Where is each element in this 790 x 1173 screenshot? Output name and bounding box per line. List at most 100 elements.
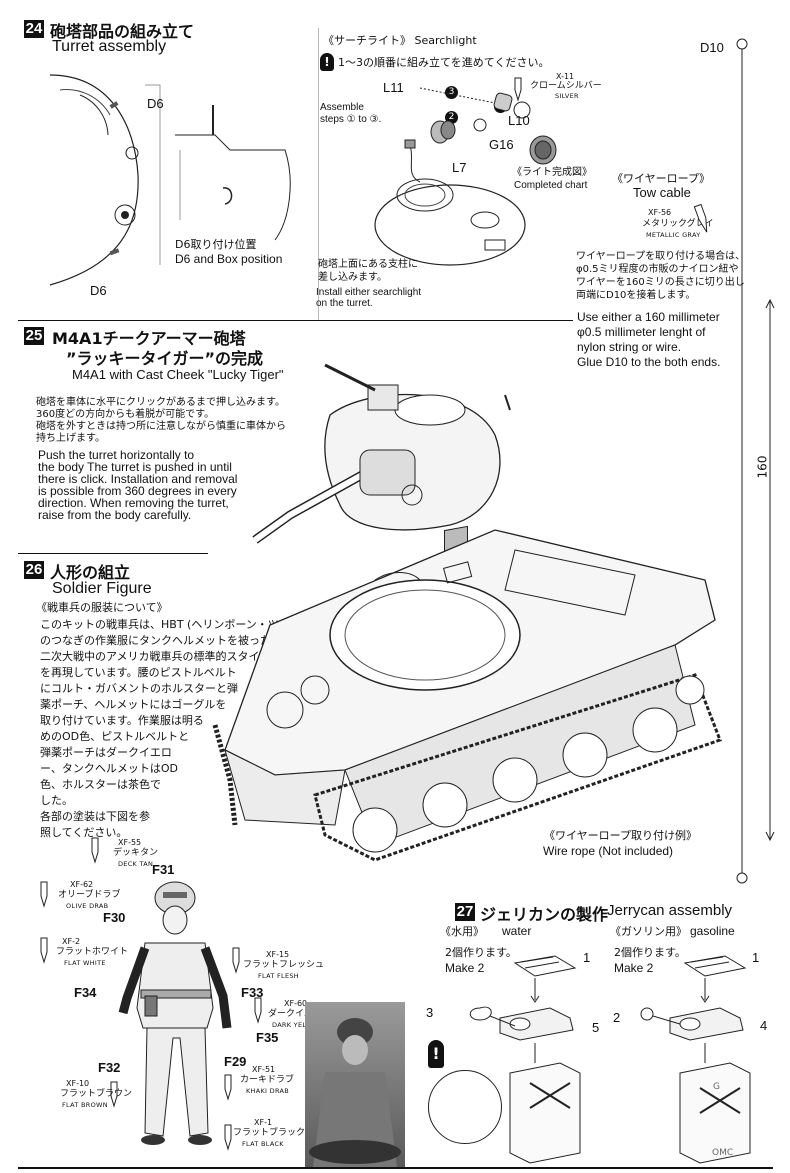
part-label-l10: L10 — [508, 113, 530, 128]
step-25-title-jp-2: ”ラッキータイガー”の完成 — [66, 349, 264, 368]
part-label-d10: D10 — [700, 40, 724, 55]
gasoline-heading-jp: 《ガソリン用》 — [610, 925, 687, 938]
paint-jp-xf1: フラットブラック — [233, 1128, 306, 1138]
paint-en-x11: SILVER — [555, 92, 579, 100]
paint-brush-icon-xf60 — [254, 997, 262, 1024]
paint-en-xf51: KHAKI DRAB — [246, 1087, 290, 1095]
paint-code-xf60: XF-60 — [284, 999, 308, 1008]
step-26-number: 26 — [24, 561, 44, 579]
paint-brush-icon-xf10 — [110, 1081, 118, 1108]
turret-side-view-illustration — [175, 105, 291, 241]
paint-en-xf60: DARK YELLOW — [272, 1021, 323, 1029]
install-searchlight-en-2: on the turret. — [316, 298, 373, 309]
dimension-line — [765, 298, 775, 842]
uniform-line-11: 色、ホルスターは茶色で — [40, 778, 161, 791]
wire-example-en: Wire rope (Not included) — [543, 844, 674, 858]
paint-en-xf62: OLIVE DRAB — [66, 902, 109, 910]
paint-brush-icon-xf51 — [224, 1074, 232, 1101]
step-27-number: 27 — [455, 903, 475, 921]
searchlight-order-en-2: steps ① to ③. — [320, 114, 382, 125]
step-24-title-jp: 砲塔部品の組み立て — [50, 22, 195, 41]
tow-cable-heading-en: Tow cable — [633, 185, 691, 200]
paint-code-xf51: XF-51 — [252, 1065, 276, 1074]
searchlight-order-jp: 1～3の順番に組み立てを進めてください。 — [338, 56, 550, 69]
part-label-f34: F34 — [74, 985, 97, 1000]
uniform-line-13: 各部の塗装は下図を参 — [40, 810, 150, 823]
water-heading-jp: 《水用》 — [440, 925, 484, 938]
uniform-line-4: を再現しています。腰のピストルベルト — [40, 666, 237, 679]
uniform-line-7: 取り付けています。作業服は明る — [40, 714, 204, 727]
tow-cable-en-3: nylon string or wire. — [577, 340, 682, 354]
wire-example-jp: 《ワイヤーロープ取り付け例》 — [544, 829, 698, 842]
install-searchlight-jp-1: 砲塔上面にある支柱に — [318, 259, 418, 270]
uniform-line-2: のつなぎの作業服にタンクヘルメットを被った第 — [40, 634, 282, 647]
completed-chart-jp: 《ライト完成図》 — [512, 167, 592, 178]
paint-code-x11: X-11 — [556, 72, 575, 81]
step-25-jp-3: 砲塔を外すときは持つ所に注意しながら慎重に車体から — [36, 421, 286, 432]
paint-jp-xf2: フラットホワイト — [56, 947, 129, 957]
searchlight-heading: 《サーチライト》 Searchlight — [323, 34, 477, 47]
water-part-5: 5 — [592, 1020, 600, 1035]
water-make-jp: 2個作ります。 — [445, 946, 517, 959]
tow-cable-en-4: Glue D10 to the both ends. — [577, 355, 721, 369]
step-25-en-5: direction. When removing the turret, — [38, 496, 229, 510]
paint-en-xf10: FLAT BROWN — [62, 1101, 108, 1109]
paint-brush-icon-xf1 — [224, 1124, 232, 1151]
turret-searchlight-install-illustration — [374, 139, 526, 266]
step-25-en-3: there is click. Installation and removal — [38, 472, 238, 486]
divider-step-25 — [18, 320, 573, 321]
install-searchlight-jp-2: 差し込みます。 — [318, 272, 387, 283]
paint-code-xf62: XF-62 — [70, 880, 94, 889]
tank-hull-illustration — [212, 529, 722, 862]
part-label-f31: F31 — [152, 862, 175, 877]
part-label-d6-a: D6 — [147, 96, 164, 111]
step-25-title-jp-1: M4A1チークアーマー砲塔 — [52, 329, 246, 348]
uniform-line-14: 照してください。 — [40, 826, 128, 839]
uniform-line-1: このキットの戦車兵は、HBT (ヘリンボーン・ツィル) — [40, 618, 306, 631]
paint-brush-icon-xf2 — [40, 937, 48, 964]
step-25-en-2: the body The turret is pushed in until — [38, 460, 232, 474]
caution-detail-icon: ! — [428, 1040, 444, 1068]
tow-cable-jp-1: ワイヤーロープを取り付ける場合は、 — [576, 251, 746, 262]
paint-jp-xf55: デッキタン — [113, 848, 159, 858]
paint-en-xf56: METALLIC GRAY — [646, 231, 701, 239]
water-part-1: 1 — [583, 950, 591, 965]
paint-code-xf2: XF-2 — [62, 937, 81, 946]
paint-brush-icon-xf15 — [232, 947, 240, 974]
install-searchlight-en-1: Install either searchlight — [316, 287, 422, 298]
detail-circle — [428, 1070, 502, 1144]
step-25-number: 25 — [24, 327, 44, 345]
turret-top-view-illustration — [49, 74, 161, 286]
gasoline-make-en: Make 2 — [614, 961, 654, 975]
bottom-rule — [18, 1167, 773, 1169]
water-make-en: Make 2 — [445, 961, 485, 975]
paint-jp-xf60: ダークイエロー — [268, 1009, 331, 1019]
paint-en-xf1: FLAT BLACK — [242, 1140, 284, 1148]
part-label-f35: F35 — [256, 1030, 279, 1045]
uniform-line-12: した。 — [40, 794, 73, 807]
tow-cable-jp-2: φ0.5ミリ程度の市販のナイロン紐や — [576, 264, 739, 275]
step-27-title-en: Jerrycan assembly — [607, 902, 733, 919]
tow-cable-jp-3: ワイヤーを160ミリの長さに切り出し — [576, 277, 745, 288]
cable-length-label: 160 — [755, 453, 770, 481]
gasoline-heading-en: gasoline — [690, 924, 735, 938]
uniform-line-9: 弾薬ポーチはダークイエロ — [40, 746, 172, 759]
paint-brush-icon-x11 — [514, 77, 522, 102]
water-part-3: 3 — [426, 1005, 434, 1020]
paint-en-xf55: DECK TAN — [118, 860, 154, 868]
paint-code-xf15: XF-15 — [266, 950, 290, 959]
step-24-number: 24 — [24, 20, 44, 38]
paint-jp-xf10: フラットブラウン — [60, 1089, 133, 1099]
water-heading-en: water — [502, 924, 532, 938]
paint-code-xf56: XF-56 — [648, 208, 672, 217]
uniform-line-10: ー、タンクヘルメットはOD — [40, 762, 179, 775]
gasoline-part-2: 2 — [613, 1010, 621, 1025]
part-label-g16: G16 — [489, 137, 514, 152]
part-label-l11: L11 — [383, 80, 404, 95]
paint-jp-xf56: メタリックグレイ — [642, 219, 714, 229]
step-25-en-6: raise from the body carefully. — [38, 508, 192, 522]
step-25-jp-2: 360度どの方向からも着脱が可能です。 — [36, 409, 215, 420]
paint-brush-icon-xf55 — [91, 837, 99, 864]
searchlight-parts-illustration — [419, 87, 557, 165]
paint-jp-xf62: オリーブドラブ — [58, 890, 121, 900]
